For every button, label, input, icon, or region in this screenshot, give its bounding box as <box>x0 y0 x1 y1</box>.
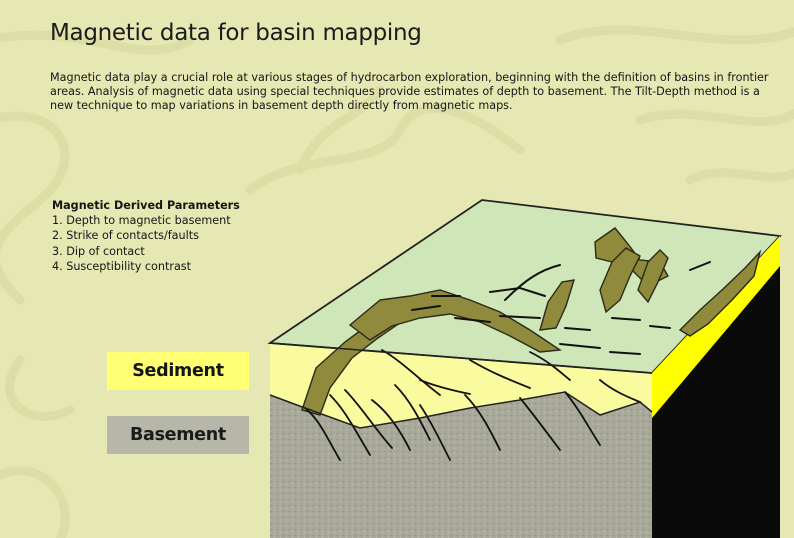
outcrop-body <box>678 249 762 337</box>
outcrop-body <box>599 247 641 314</box>
outcrop-body <box>348 289 563 353</box>
side-face-dark <box>652 266 780 538</box>
sediment-label: Sediment <box>132 361 224 381</box>
sediment-front-face <box>270 343 652 428</box>
outcrop-bodies <box>301 227 762 416</box>
intro-paragraph: Magnetic data play a crucial role at var… <box>50 71 769 112</box>
basement-front-face <box>270 392 652 538</box>
fault-lines <box>411 261 711 355</box>
parameters-heading: Magnetic Derived Parameters <box>52 199 240 212</box>
outcrop-body <box>637 249 669 304</box>
parameter-item: 1. Depth to magnetic basement <box>52 214 231 228</box>
basement-legend: Basement <box>107 416 249 454</box>
parameter-item: 4. Susceptibility contrast <box>52 259 192 273</box>
parameter-item: 3. Dip of contact <box>52 244 145 258</box>
outcrop-body <box>539 279 576 331</box>
basement-label: Basement <box>130 425 226 445</box>
parameter-item: 2. Strike of contacts/faults <box>52 229 199 243</box>
parameters-list: Magnetic Derived Parameters 1. Depth to … <box>52 198 240 274</box>
sediment-legend: Sediment <box>107 352 249 390</box>
page-title: Magnetic data for basin mapping <box>50 20 422 46</box>
section-faults <box>304 349 641 461</box>
